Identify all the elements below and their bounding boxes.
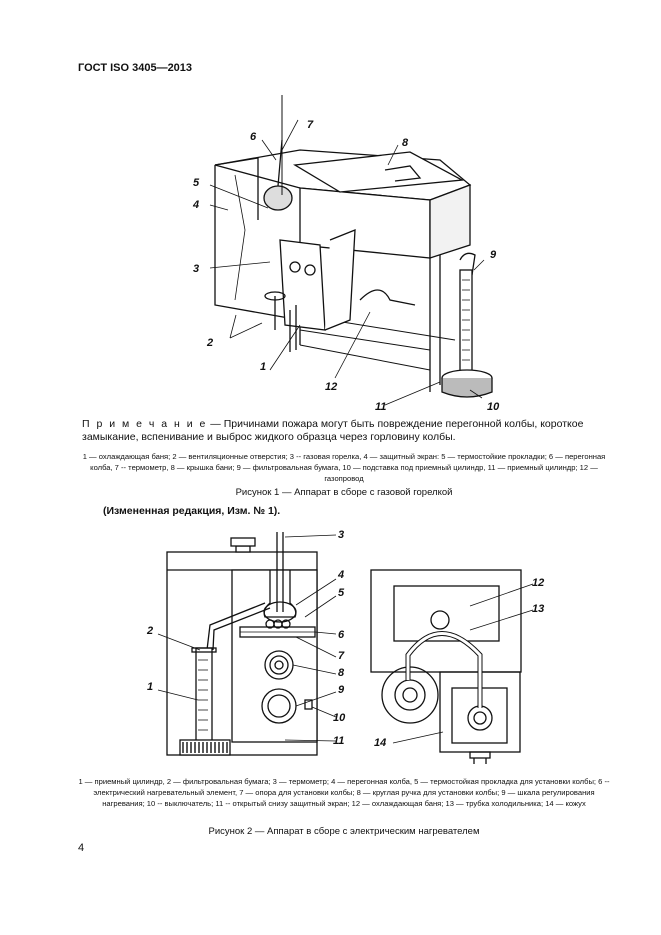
fig2-callout-14: 14 [374,737,386,749]
figure1-caption: Рисунок 1 — Аппарат в сборе с газовой го… [235,487,453,498]
figure2-legend: 1 — приемный цилиндр, 2 — фильтровальная… [78,777,610,808]
fig2-callout-1: 1 [147,681,153,693]
figure1-leaders [209,119,485,406]
note-text: — Причинами пожара могут быть повреждени… [82,418,584,443]
figure2-right-callouts: 12 13 14 [374,577,544,749]
fig1-callout-8: 8 [402,137,409,149]
fig1-callout-10: 10 [487,401,500,413]
page-number: 4 [78,842,85,854]
figure1-apparatus [214,95,493,398]
fig2-callout-2: 2 [146,625,153,637]
note-lead: П р и м е ч а н и е [82,418,208,430]
figure2-right-leaders [392,583,534,744]
fig1-callout-2: 2 [206,337,213,349]
fig2-callout-10: 10 [333,712,346,724]
figure2-caption: Рисунок 2 — Аппарат в сборе с электричес… [208,826,480,837]
figure2-left-callouts: 1 2 3 4 5 6 7 8 9 10 11 [146,529,346,747]
fig2-callout-8: 8 [338,667,345,679]
figure2-left-leaders [157,534,337,742]
fig1-callout-12: 12 [325,381,337,393]
fig1-callout-1: 1 [260,361,266,373]
fig1-callout-4: 4 [192,199,199,211]
figure2-left-apparatus [166,532,318,756]
fig1-callout-11: 11 [375,401,386,413]
fig1-callout-7: 7 [307,119,314,131]
fig2-callout-5: 5 [338,587,345,599]
fig1-callout-3: 3 [193,263,199,275]
fig2-callout-4: 4 [337,569,344,581]
fig2-callout-3: 3 [338,529,344,541]
figure1-note: П р и м е ч а н и е — Причинами пожара м… [82,418,612,444]
figure1-callouts: 1 2 3 4 5 6 7 8 9 10 11 12 [192,119,500,413]
fig1-callout-9: 9 [490,249,497,261]
fig2-callout-12: 12 [532,577,544,589]
fig2-callout-6: 6 [338,629,345,641]
figure2-right-apparatus [370,569,522,764]
amendment-note: (Измененная редакция, Изм. № 1). [103,505,281,517]
fig1-callout-6: 6 [250,131,257,143]
fig2-callout-7: 7 [338,650,345,662]
document-header: ГОСТ ISO 3405—2013 [78,62,193,74]
fig2-callout-13: 13 [532,603,544,615]
fig1-callout-5: 5 [193,177,200,189]
fig2-callout-11: 11 [333,735,344,747]
figure1-legend: 1 — охлаждающая баня; 2 — вентиляционные… [82,452,606,483]
fig2-callout-9: 9 [338,684,345,696]
